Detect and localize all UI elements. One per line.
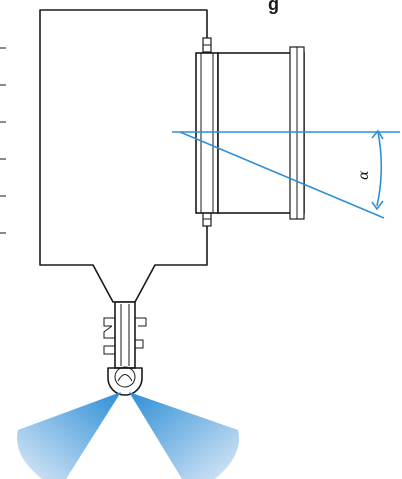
angle-arc (376, 131, 383, 207)
deflected-axis (179, 131, 385, 219)
spray-right-lobe (129, 392, 240, 479)
housing-outline (39, 9, 208, 303)
nozzle-assembly (103, 301, 147, 396)
side-spigot (195, 46, 305, 220)
spray-left-lobe (17, 392, 121, 479)
header-fragment: g (268, 0, 279, 14)
angle-indicator: α (172, 129, 400, 219)
left-tick-marks (0, 47, 6, 234)
angle-label: α (356, 170, 372, 180)
spray-pattern (17, 392, 240, 479)
